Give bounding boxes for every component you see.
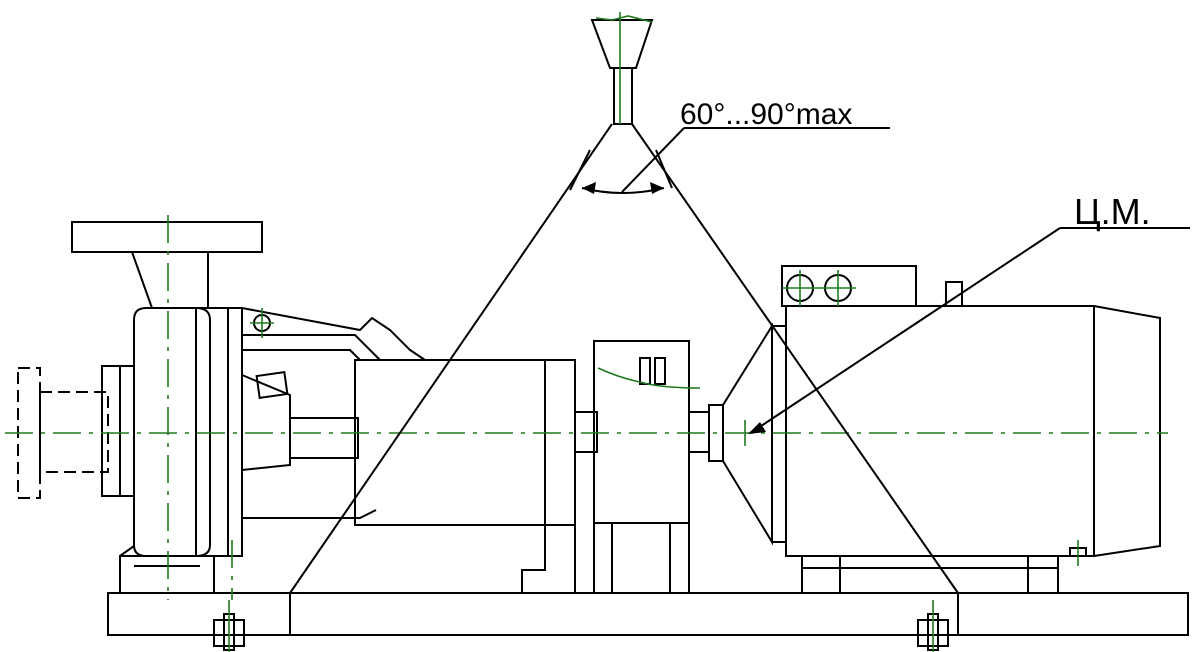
center-of-mass-label: Ц.М.	[1074, 191, 1151, 232]
centerlines	[5, 215, 1168, 600]
crane-hook	[590, 19, 654, 69]
base-frame	[107, 592, 1189, 652]
center-of-mass-leader	[748, 227, 1190, 434]
electric-motor	[722, 265, 1161, 594]
anchor-bolt-right	[917, 600, 949, 652]
angle-label: 60°...90°max	[680, 98, 852, 131]
anchor-bolt-left	[213, 600, 245, 652]
sling-right	[631, 123, 959, 594]
coupling-guard	[593, 340, 724, 594]
angle-dimension	[569, 127, 890, 194]
sling-left	[289, 123, 613, 594]
pump	[17, 221, 598, 594]
lifting-sling	[289, 12, 959, 594]
